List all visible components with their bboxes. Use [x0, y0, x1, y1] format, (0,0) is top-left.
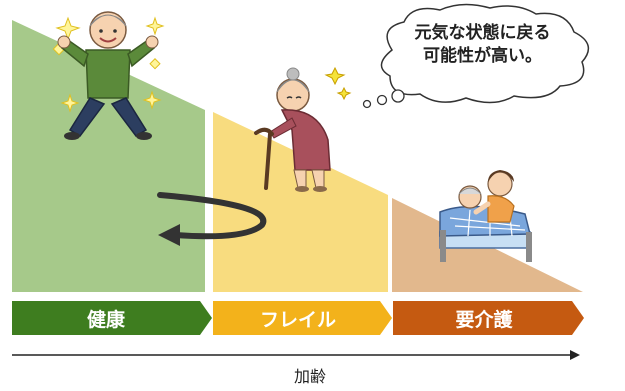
elderly-woman-with-cane-icon: [254, 66, 352, 192]
frailty-stage-area: [213, 112, 388, 292]
healthy-stage-bar: [12, 301, 212, 335]
thought-bubble-line-2: 可能性が高い。: [423, 46, 542, 66]
aging-axis-arrow: [12, 350, 580, 360]
energetic-elderly-man-icon: [52, 11, 165, 140]
healthy-stage-area: [12, 20, 205, 292]
thought-bubble-text: 元気な状態に戻る 可能性が高い。: [380, 22, 585, 68]
bedridden-elderly-with-caregiver-icon: [439, 170, 532, 262]
thought-bubble-line-1: 元気な状態に戻る: [414, 23, 551, 43]
care-stage-label: 要介護: [455, 309, 513, 331]
frailty-stage-label: フレイル: [259, 309, 336, 331]
aging-axis-label: 加齢: [293, 367, 326, 386]
healthy-stage-label: 健康: [86, 309, 125, 331]
frailty-stage-bar: [213, 301, 392, 335]
care-stage-bar: [393, 301, 584, 335]
curved-return-arrow-icon: [157, 192, 267, 246]
thought-bubble: [362, 3, 590, 109]
